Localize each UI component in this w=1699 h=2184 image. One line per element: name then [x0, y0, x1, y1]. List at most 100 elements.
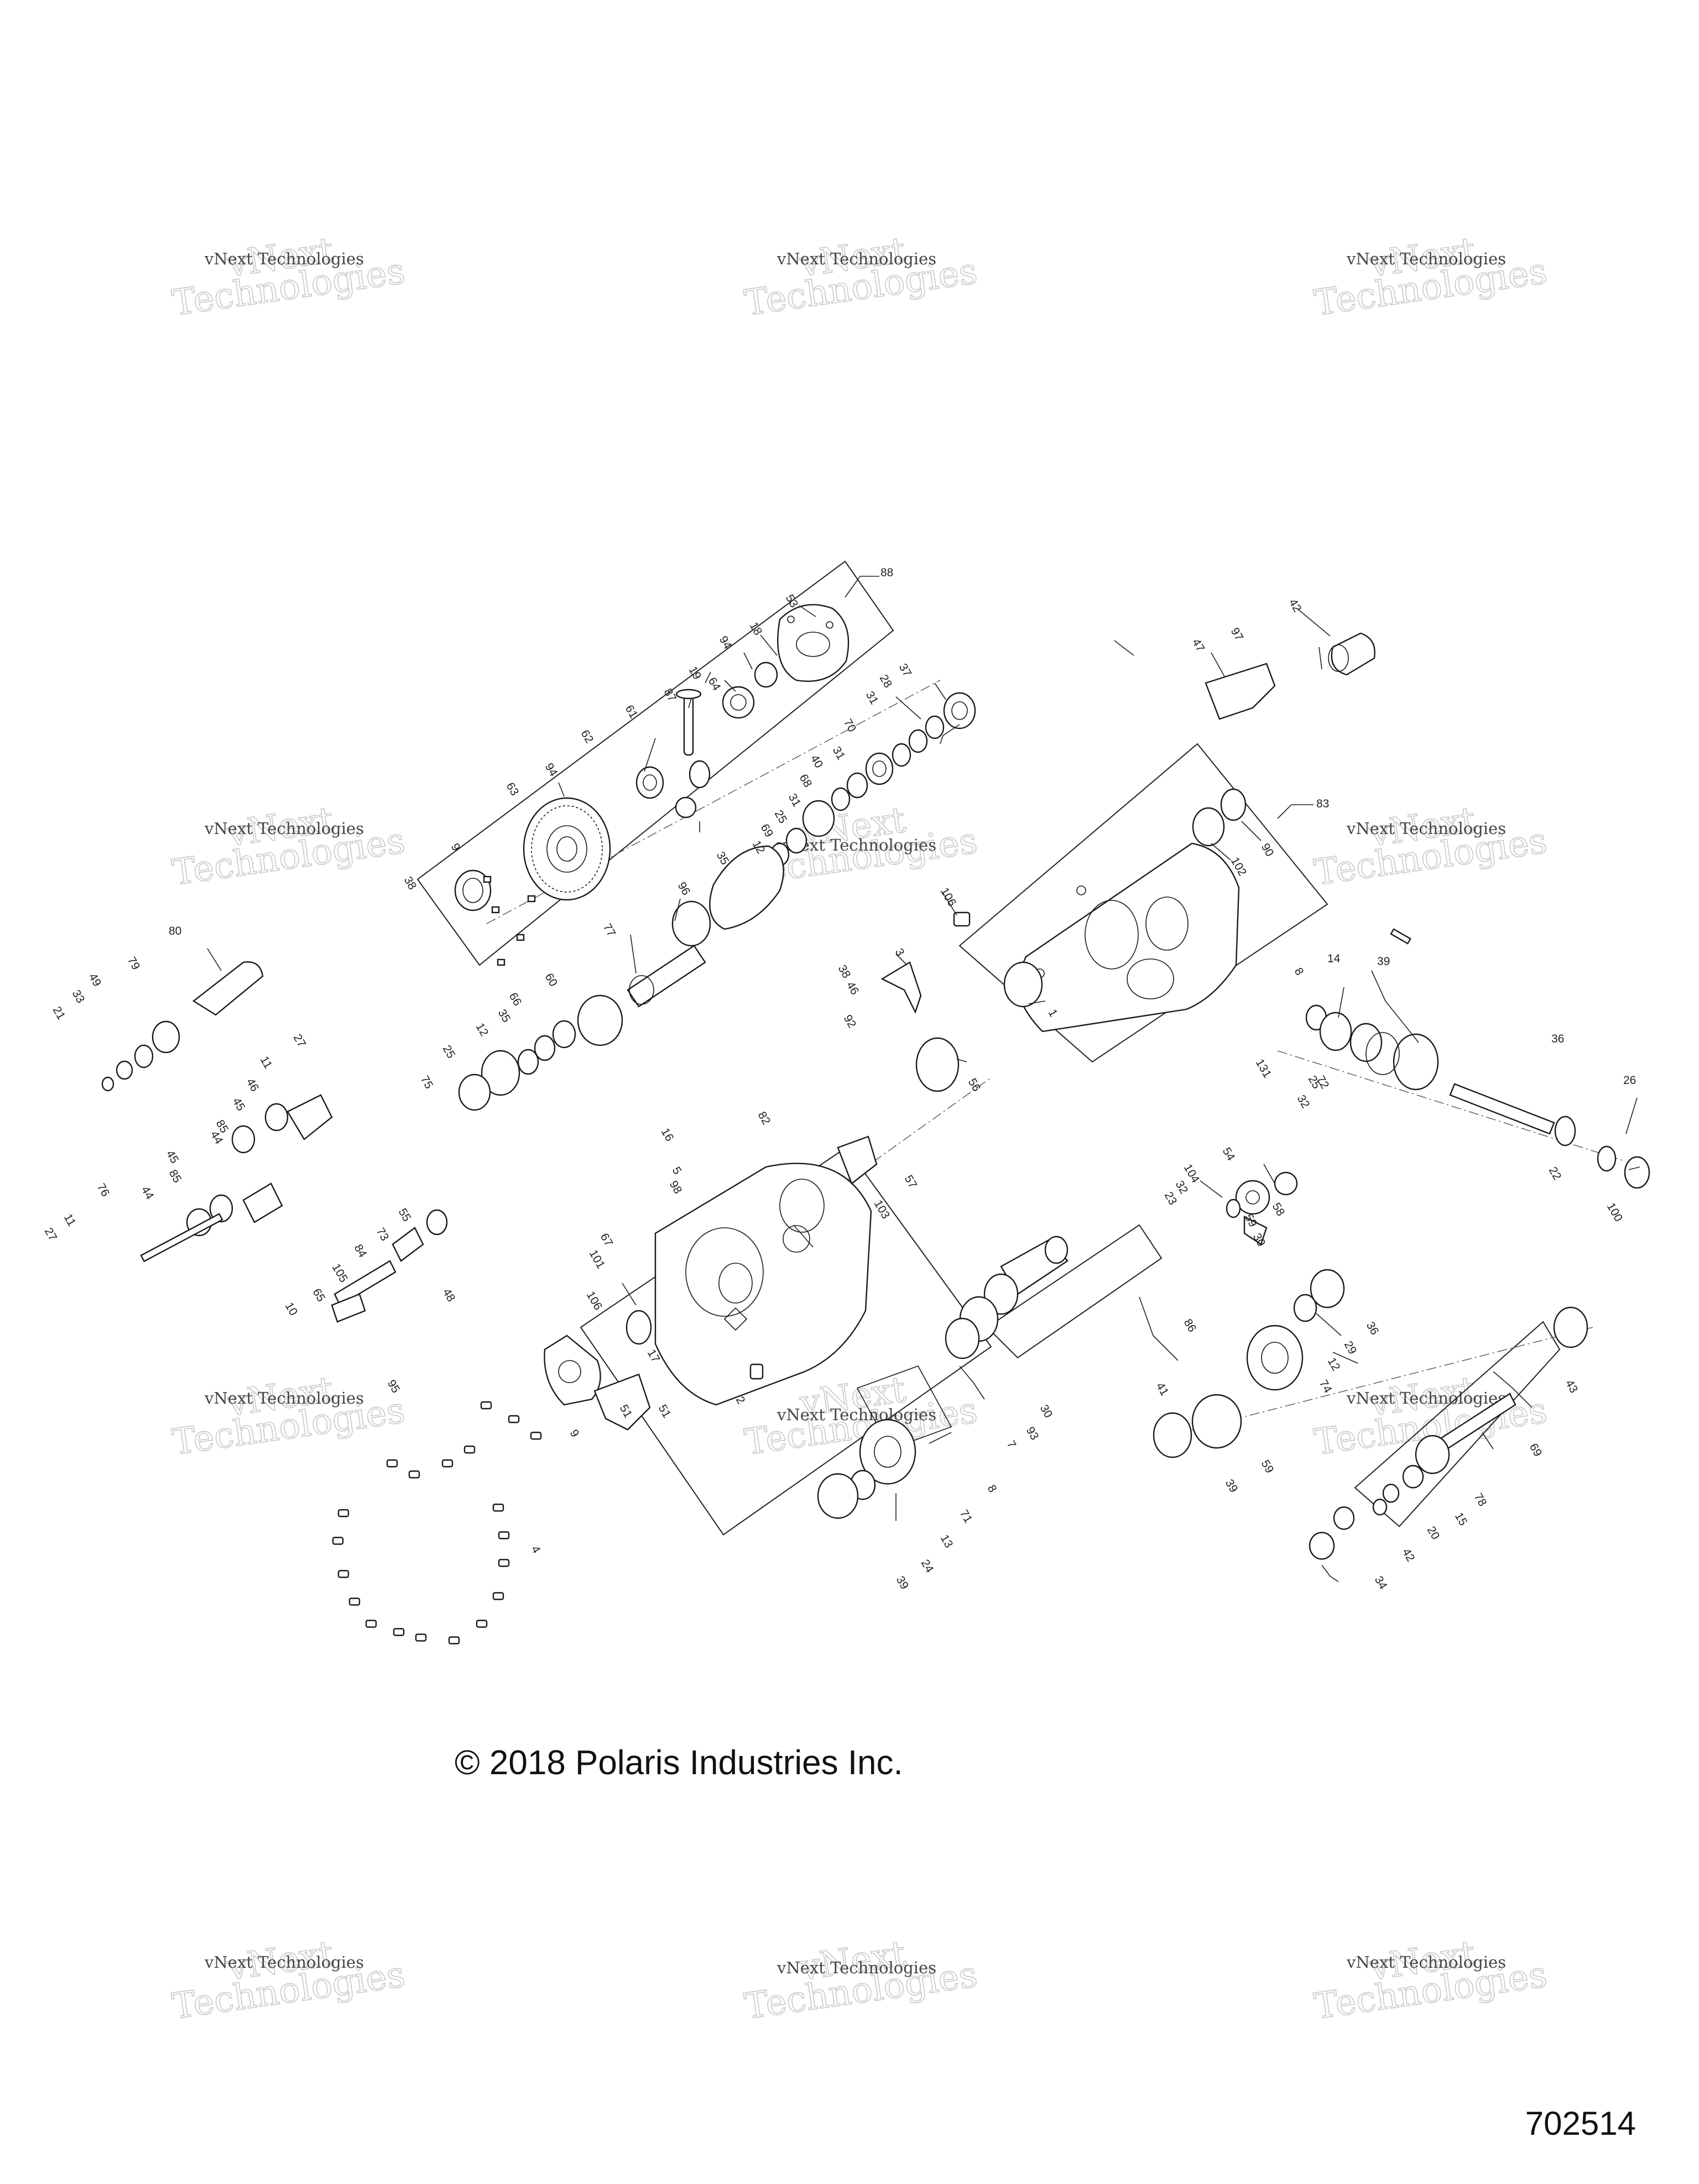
mount-bracket	[1205, 663, 1276, 720]
callout-number: 71	[957, 1508, 975, 1525]
callout-number: 83	[1316, 798, 1329, 810]
callout-number: 78	[1472, 1491, 1489, 1509]
callout-number: 61	[623, 703, 640, 721]
callout-number: 38	[836, 963, 853, 981]
shift-drum	[101, 961, 264, 1092]
callout-number: 35	[496, 1007, 513, 1025]
needle-bearing	[552, 1020, 576, 1049]
callout-number: 11	[258, 1054, 275, 1071]
oil-seal-left	[454, 869, 492, 911]
shim-ring	[689, 760, 711, 789]
callout-number: 36	[1364, 1320, 1382, 1337]
callout-number: 54	[1220, 1145, 1238, 1163]
callout-number: 105	[330, 1262, 350, 1285]
pinion-gear	[983, 1236, 1069, 1315]
callout-number: 33	[70, 988, 87, 1005]
callout-number: 12	[1325, 1356, 1343, 1373]
callout-number: 88	[880, 566, 893, 579]
callout-number: 7	[1004, 1438, 1019, 1451]
watermark-text: vNext Technologies	[204, 819, 364, 838]
callout-number: 94	[717, 634, 734, 651]
ring-gear	[523, 797, 611, 901]
callout-number: 8	[1292, 966, 1306, 978]
cup-bearing	[635, 766, 664, 799]
thrust-washer	[754, 661, 778, 688]
callout-number: 69	[758, 822, 776, 840]
callout-number: 85	[166, 1167, 184, 1185]
right-case-frame	[958, 743, 1328, 1063]
watermark-bottom-center: Technologies vNext vNext Technologies	[742, 1933, 980, 2028]
callout-number: 98	[667, 1179, 685, 1196]
callout-number: 131	[1253, 1057, 1274, 1080]
callout-number: 25	[772, 808, 790, 826]
watermark-text: vNext Technologies	[776, 249, 936, 268]
callout-number: 14	[1327, 952, 1341, 965]
callout-number: 30	[1038, 1403, 1055, 1420]
callout-number: 60	[543, 971, 560, 989]
retaining-ring	[517, 1049, 539, 1075]
shift-fork	[880, 961, 922, 1014]
output-washer	[1382, 1483, 1400, 1503]
callout-number: 84	[352, 1242, 369, 1260]
callout-number: 82	[755, 1109, 773, 1127]
callout-number: 15	[1452, 1510, 1470, 1528]
ball-bearing	[458, 1073, 491, 1111]
callout-number: 25	[440, 1043, 458, 1061]
callout-number: 87	[661, 686, 679, 704]
callout-number: 45	[164, 1148, 181, 1166]
ring-gear-bolts	[483, 875, 536, 966]
callout-number: 36	[1551, 1033, 1564, 1045]
shift-rod	[140, 1213, 223, 1263]
case-seal	[1220, 788, 1247, 821]
callout-number: 46	[844, 979, 862, 997]
callout-number: 9	[567, 1427, 582, 1440]
output-seal	[1333, 1506, 1355, 1530]
watermark-lower-left: Technologies vNext vNext Technologies	[169, 1369, 408, 1464]
callout-number: 75	[418, 1073, 436, 1091]
callout-number: 55	[396, 1206, 414, 1224]
output-clip	[1372, 1498, 1388, 1516]
watermark-top-right: Technologies vNext vNext Technologies	[1311, 230, 1550, 325]
transmission-case-right	[1014, 842, 1240, 1033]
differential-carrier	[777, 604, 850, 682]
callout-number: 58	[1270, 1201, 1288, 1218]
callout-number: 39	[894, 1574, 911, 1592]
callout-number: 68	[797, 772, 815, 790]
callout-number: 90	[1259, 841, 1276, 859]
bearing-stack	[770, 692, 976, 867]
callout-number: 21	[50, 1004, 68, 1022]
callout-number: 39	[1377, 955, 1390, 968]
spider-gear	[675, 796, 697, 819]
output-ring	[1309, 1531, 1335, 1560]
output-shaft-frame	[1354, 1321, 1561, 1528]
callout-number: 20	[1425, 1524, 1442, 1542]
callout-number: 48	[440, 1286, 458, 1304]
mount-bracket-lower	[593, 1373, 651, 1431]
callout-number: 44	[139, 1184, 157, 1202]
callout-number: 42	[1400, 1546, 1417, 1564]
case-seal-left	[626, 1310, 652, 1345]
reverse-idler	[1226, 1171, 1298, 1245]
callout-number: 86	[1181, 1317, 1199, 1335]
callout-number: 77	[601, 921, 618, 939]
side-gear	[722, 686, 755, 719]
watermark-text: vNext Technologies	[1346, 1953, 1506, 1972]
thrust-bearing	[817, 1473, 859, 1519]
callout-number: 57	[902, 1173, 920, 1191]
cover-plate	[837, 1135, 878, 1185]
drive-chain	[709, 845, 784, 930]
callout-number: 34	[1372, 1574, 1390, 1592]
callout-number: 56	[966, 1076, 983, 1094]
callout-number: 31	[863, 689, 881, 707]
callout-number: 46	[244, 1076, 262, 1094]
callout-number: 22	[1546, 1165, 1564, 1182]
watermark-mid-right: Technologies vNext vNext Technologies	[1311, 799, 1550, 894]
bearing-retainer	[915, 1037, 960, 1092]
callout-number: 76	[95, 1181, 112, 1199]
callout-number: 100	[1604, 1201, 1625, 1224]
callout-number: 92	[841, 1013, 859, 1030]
shift-lever	[333, 1209, 448, 1306]
transmission-case-left	[654, 1163, 872, 1406]
callout-number: 101	[587, 1248, 607, 1271]
